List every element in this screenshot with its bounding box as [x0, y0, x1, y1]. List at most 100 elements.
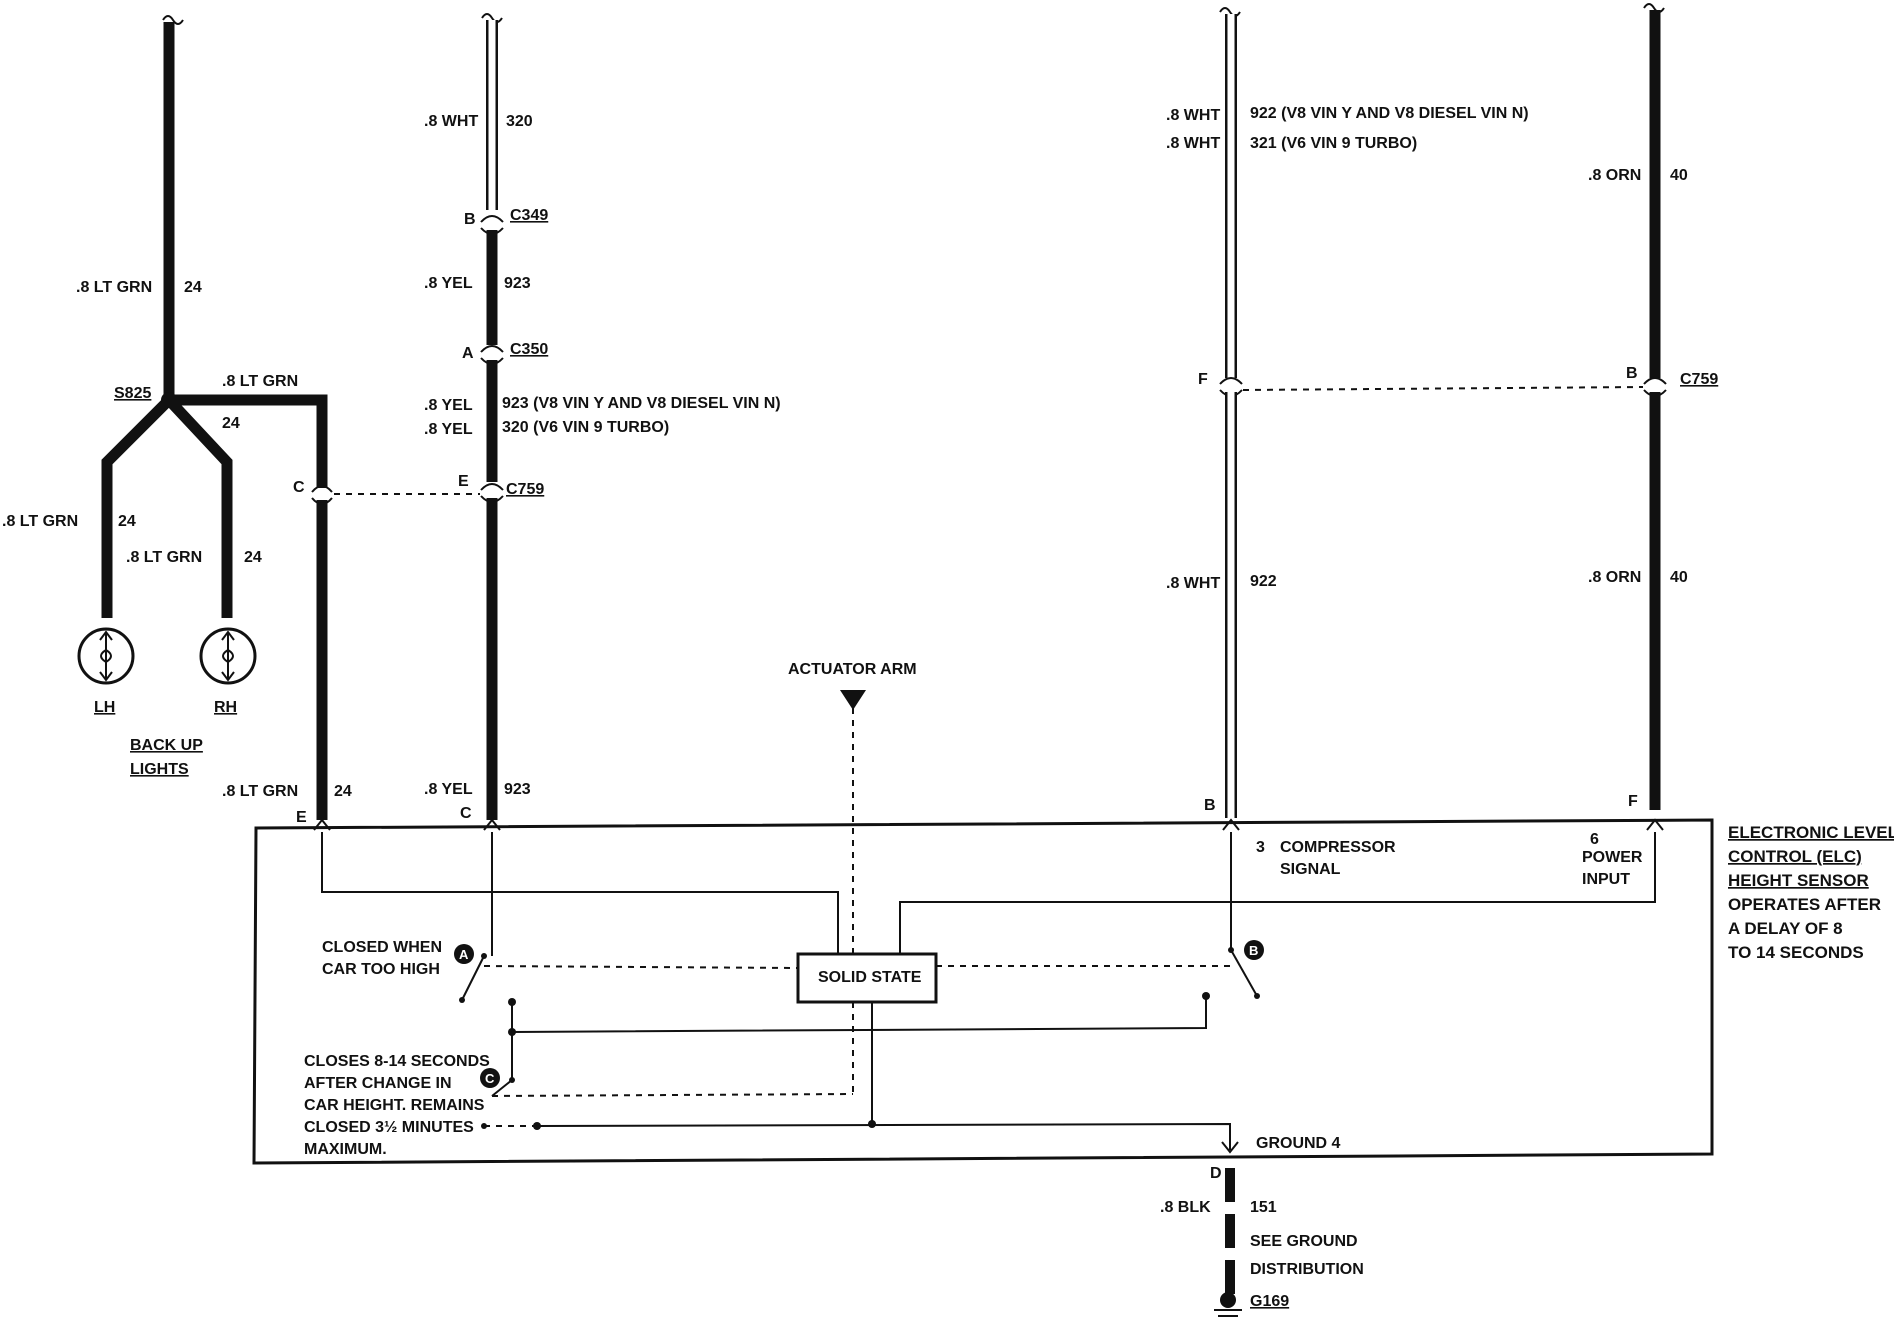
wire-24-rh-color: .8 LT GRN: [126, 549, 202, 566]
wire-923-mid-circuit: 923: [504, 275, 531, 292]
wire-40-top-circuit: 40: [1670, 167, 1688, 184]
elc-internal-wiring: [321, 690, 1656, 1154]
pin-e-c759: E: [458, 473, 469, 490]
component-note-line3: TO 14 SECONDS: [1728, 943, 1864, 962]
wire-24-top-circuit: 24: [184, 279, 202, 296]
wire-151-color: .8 BLK: [1160, 1199, 1211, 1216]
wire-923-mid-color: .8 YEL: [424, 275, 473, 292]
actuator-arm-arrow: [840, 690, 866, 710]
wire-320-top-circuit: 320: [506, 113, 533, 130]
switch-a-line2: CAR TOO HIGH: [322, 961, 440, 978]
compressor-line2: SIGNAL: [1280, 861, 1341, 878]
pin-a-c350: A: [462, 345, 474, 362]
component-title-line3: HEIGHT SENSOR: [1728, 871, 1869, 890]
backup-lights-line2: LIGHTS: [130, 761, 189, 778]
wire-922-bottom-circuit: 922: [1250, 573, 1277, 590]
wire-24-branch-color: .8 LT GRN: [222, 373, 298, 390]
actuator-arm-label: ACTUATOR ARM: [788, 661, 917, 678]
wire-40-top-color: .8 ORN: [1588, 167, 1641, 184]
wire-922-group: [1219, 7, 1243, 831]
pin-c-elc: C: [460, 805, 472, 822]
wire-24-bottom-circuit: 24: [334, 783, 352, 800]
wire-321-top-circuit: 321 (V6 VIN 9 TURBO): [1250, 135, 1417, 152]
wire-24-branch-circuit: 24: [222, 415, 240, 432]
wire-24-top-color: .8 LT GRN: [76, 279, 152, 296]
wire-923-bottom-color: .8 YEL: [424, 781, 473, 798]
ground-note-line2: DISTRIBUTION: [1250, 1261, 1364, 1278]
switch-b-id: B: [1249, 943, 1258, 958]
wire-151-group: [1214, 1168, 1242, 1317]
pin-b-elc: B: [1204, 797, 1216, 814]
component-title-line2: CONTROL (ELC): [1728, 847, 1862, 866]
wire-922-top-circuit: 922 (V8 VIN Y AND V8 DIESEL VIN N): [1250, 105, 1529, 122]
wire-320-v6-color: .8 YEL: [424, 421, 473, 438]
solid-state-label: SOLID STATE: [818, 969, 922, 986]
backup-lights-line1: BACK UP: [130, 737, 203, 754]
switch-a-line1: CLOSED WHEN: [322, 939, 442, 956]
switch-b-marker: [1244, 940, 1264, 960]
switch-c-line4: CLOSED 3½ MINUTES: [304, 1119, 474, 1136]
component-note-line2: A DELAY OF 8: [1728, 919, 1843, 938]
wire-320-top-color: .8 WHT: [424, 113, 478, 130]
connector-c350-label: C350: [510, 341, 548, 358]
pin-b-c759: B: [1626, 365, 1638, 382]
pin-f-c759: F: [1198, 371, 1208, 388]
component-title-line1: ELECTRONIC LEVEL: [1728, 823, 1894, 842]
wire-922-top-color: .8 WHT: [1166, 107, 1220, 124]
wire-923-group: [480, 13, 504, 831]
wire-24-rh-circuit: 24: [244, 549, 262, 566]
connector-c-mark-top: [311, 485, 333, 493]
compressor-terminal-number: 3: [1256, 839, 1265, 856]
wire-321-top-color: .8 WHT: [1166, 135, 1220, 152]
switch-c-line1: CLOSES 8-14 SECONDS: [304, 1053, 490, 1070]
elc-module-outline: [252, 818, 1714, 1165]
power-line2: INPUT: [1582, 871, 1630, 888]
ground-terminal-label: GROUND 4: [1256, 1135, 1341, 1152]
pin-d-elc: D: [1210, 1165, 1222, 1182]
compressor-line1: COMPRESSOR: [1280, 839, 1396, 856]
wire-923-bottom-circuit: 923: [504, 781, 531, 798]
wire-923-v8-color: .8 YEL: [424, 397, 473, 414]
wire-923-v8-circuit: 923 (V8 VIN Y AND V8 DIESEL VIN N): [502, 395, 781, 412]
lamp-lh: [77, 627, 135, 685]
lamp-rh: [199, 627, 257, 685]
splice-s825-label: S825: [114, 385, 151, 402]
pin-b-c349: B: [464, 211, 476, 228]
wire-922-bottom-color: .8 WHT: [1166, 575, 1220, 592]
lamp-lh-label: LH: [94, 699, 115, 716]
c759-right-link: [1242, 386, 1644, 391]
power-terminal-number: 6: [1590, 831, 1599, 848]
switch-a-id: A: [459, 947, 469, 962]
wire-break-mark: [162, 15, 184, 25]
wire-24-bottom-color: .8 LT GRN: [222, 783, 298, 800]
ground-note-line1: SEE GROUND: [1250, 1233, 1358, 1250]
wire-24-rh: [164, 396, 233, 618]
switch-a-marker: [454, 944, 474, 964]
wire-40-bottom-color: .8 ORN: [1588, 569, 1641, 586]
switch-c-marker: [480, 1068, 500, 1088]
wire-24-group: [101, 15, 333, 831]
wire-24-branch: [169, 394, 328, 488]
wire-24-lh-color: .8 LT GRN: [2, 513, 78, 530]
wire-24-lh-circuit: 24: [118, 513, 136, 530]
connector-c-mark-bottom: [311, 497, 333, 505]
wire-151-circuit: 151: [1250, 1199, 1277, 1216]
switch-c-line2: AFTER CHANGE IN: [304, 1075, 452, 1092]
lamp-rh-label: RH: [214, 699, 237, 716]
pin-e-elc: E: [296, 809, 307, 826]
switch-c-line5: MAXIMUM.: [304, 1141, 387, 1158]
component-note-line1: OPERATES AFTER: [1728, 895, 1881, 914]
switch-c-line3: CAR HEIGHT. REMAINS: [304, 1097, 485, 1114]
ground-g169-label: G169: [1250, 1293, 1289, 1310]
solid-state-box: [796, 952, 938, 1004]
switch-c-id: C: [485, 1071, 495, 1086]
ground-g169: [1220, 1292, 1236, 1308]
wire-40-group: [1643, 3, 1667, 831]
pin-f-elc: F: [1628, 793, 1638, 810]
wire-40-bottom-circuit: 40: [1670, 569, 1688, 586]
connector-c349-label: C349: [510, 207, 548, 224]
connector-c759-right-label: C759: [1680, 371, 1718, 388]
power-line1: POWER: [1582, 849, 1643, 866]
wire-320-v6-circuit: 320 (V6 VIN 9 TURBO): [502, 419, 669, 436]
